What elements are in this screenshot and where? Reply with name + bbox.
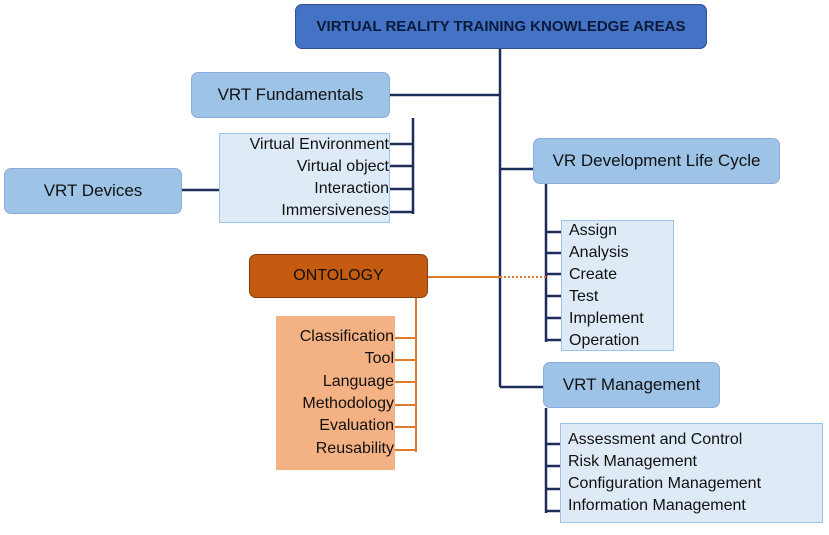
list-item: Tool xyxy=(364,350,394,368)
fundamentals-list: Virtual Environment Virtual object Inter… xyxy=(219,133,390,223)
list-item: Virtual object xyxy=(296,158,389,175)
list-item: Virtual Environment xyxy=(249,136,389,153)
list-item: Language xyxy=(322,372,394,390)
vrt-devices-label: VRT Devices xyxy=(43,181,143,200)
vrt-management-box: VRT Management xyxy=(543,362,720,408)
ontology-box: ONTOLOGY xyxy=(249,254,428,298)
list-item: Risk Management xyxy=(568,453,697,470)
list-item: Classification xyxy=(299,327,394,345)
list-item: Analysis xyxy=(569,243,629,261)
ontology-label: ONTOLOGY xyxy=(293,267,384,284)
list-item: Configuration Management xyxy=(568,475,762,492)
vrt-management-label: VRT Management xyxy=(562,375,701,394)
list-item: Methodology xyxy=(302,395,394,412)
list-item: Immersiveness xyxy=(281,202,389,219)
list-item: Interaction xyxy=(314,180,389,197)
ontology-list: Classification Tool Language Methodology… xyxy=(276,316,395,470)
management-list: Assessment and Control Risk Management C… xyxy=(560,423,823,523)
vrt-devices-box: VRT Devices xyxy=(4,168,182,214)
list-item: Test xyxy=(569,287,599,305)
list-item: Implement xyxy=(569,309,644,327)
vrt-fundamentals-label: VRT Fundamentals xyxy=(217,85,364,104)
list-item: Reusability xyxy=(315,439,394,457)
life-cycle-box: VR Development Life Cycle xyxy=(533,138,780,184)
main-title: VIRTUAL REALITY TRAINING KNOWLEDGE AREAS xyxy=(316,18,686,35)
vrt-fundamentals-box: VRT Fundamentals xyxy=(191,72,390,118)
list-item: Assessment and Control xyxy=(568,431,743,448)
list-item: Create xyxy=(569,265,618,283)
life-cycle-label: VR Development Life Cycle xyxy=(552,151,761,170)
list-item: Assign xyxy=(569,221,618,239)
list-item: Evaluation xyxy=(319,417,394,435)
list-item: Information Management xyxy=(568,497,746,514)
list-item: Operation xyxy=(569,331,640,349)
life-cycle-list: Assign Analysis Create Test Implement Op… xyxy=(561,220,674,351)
main-title-box: VIRTUAL REALITY TRAINING KNOWLEDGE AREAS xyxy=(295,4,707,49)
